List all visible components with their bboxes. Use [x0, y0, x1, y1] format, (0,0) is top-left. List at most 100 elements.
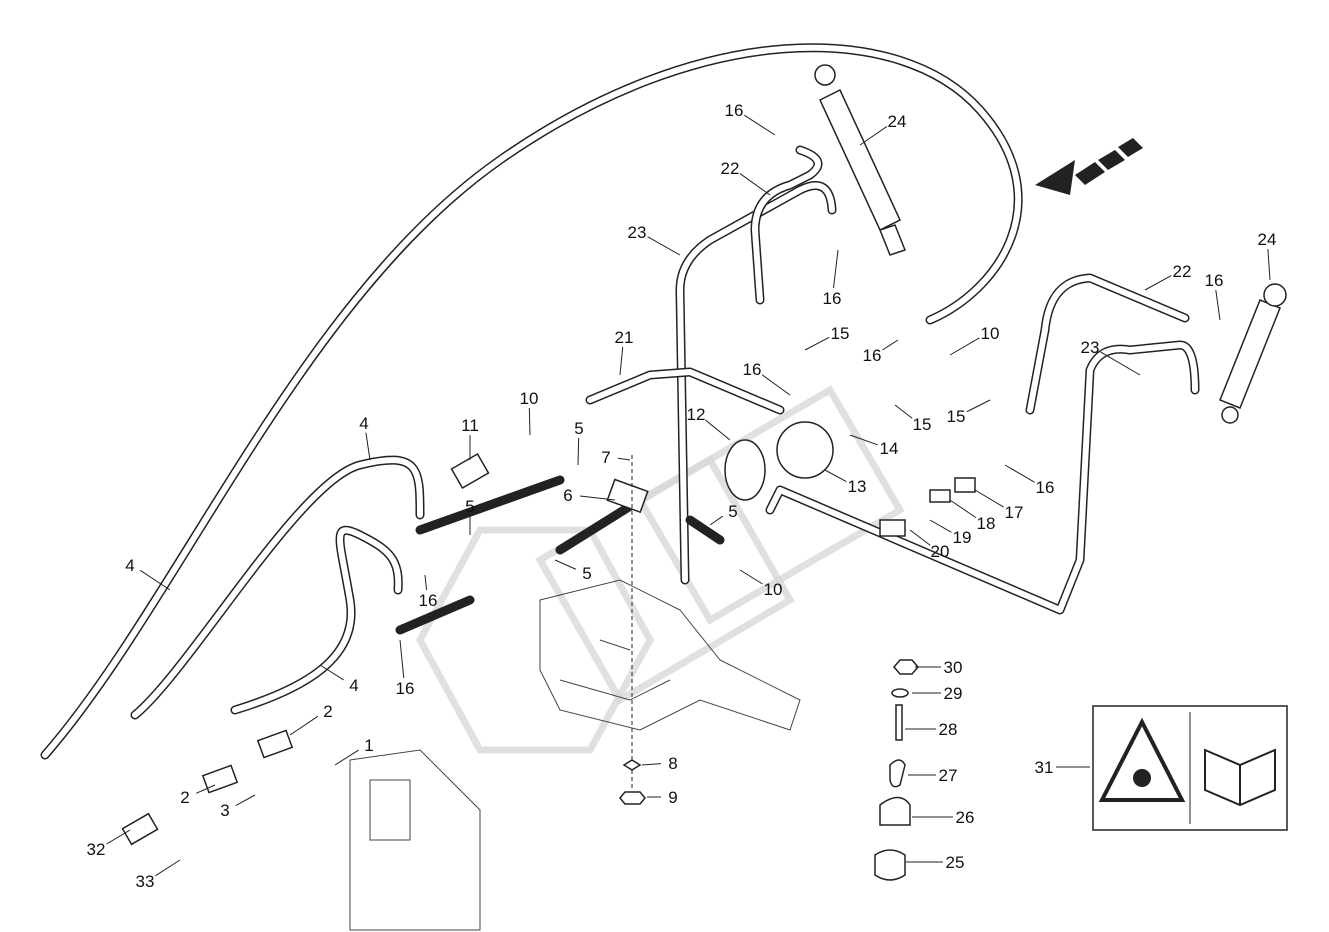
callout-19: 19 — [953, 528, 972, 547]
leader-line — [289, 715, 319, 736]
callout-9: 9 — [668, 788, 677, 807]
callout-10: 10 — [981, 324, 1000, 343]
callout-23: 23 — [1081, 338, 1100, 357]
leader-line — [739, 173, 771, 196]
callout-15: 15 — [913, 415, 932, 434]
leader-line — [859, 126, 888, 146]
leader-line — [139, 569, 171, 591]
callout-32: 32 — [87, 840, 106, 859]
leader-line — [1144, 275, 1172, 291]
callout-5: 5 — [728, 502, 737, 521]
leader-line — [647, 236, 681, 256]
callout-16: 16 — [419, 591, 438, 610]
callout-16: 16 — [863, 346, 882, 365]
callout-10: 10 — [520, 389, 539, 408]
callout-16: 16 — [823, 289, 842, 308]
callout-14: 14 — [880, 439, 899, 458]
leader-line — [424, 574, 428, 591]
leader-line — [949, 337, 980, 356]
leader-line — [579, 495, 616, 501]
leader-line — [705, 419, 731, 441]
leader-line — [974, 489, 1004, 508]
callout-16: 16 — [396, 679, 415, 698]
leader-line — [319, 664, 344, 681]
leader-line — [966, 399, 991, 413]
leader-line — [1100, 351, 1141, 376]
direction-arrow-icon — [1035, 138, 1143, 195]
fittings — [121, 421, 976, 881]
callout-5: 5 — [574, 419, 583, 438]
leader-line — [641, 763, 662, 766]
callout-31: 31 — [1035, 758, 1054, 777]
callout-26: 26 — [956, 808, 975, 827]
leader-line — [554, 559, 577, 570]
leader-line — [619, 346, 624, 376]
leader-line — [894, 404, 913, 419]
leader-line — [824, 469, 847, 482]
callout-16: 16 — [1205, 271, 1224, 290]
hydraulic-cylinder-24-right — [1219, 283, 1287, 424]
leader-line — [804, 336, 830, 351]
callout-24: 24 — [888, 112, 907, 131]
leader-line — [235, 794, 256, 806]
callout-7: 7 — [601, 448, 610, 467]
callout-16: 16 — [1036, 478, 1055, 497]
warning-decal-31 — [1092, 705, 1288, 831]
callout-1: 1 — [364, 736, 373, 755]
callout-33: 33 — [136, 872, 155, 891]
leader-line — [334, 749, 359, 766]
callout-6: 6 — [563, 486, 572, 505]
callout-2: 2 — [323, 702, 332, 721]
callout-15: 15 — [947, 407, 966, 426]
callout-15: 15 — [831, 324, 850, 343]
callout-20: 20 — [931, 542, 950, 561]
callout-4: 4 — [359, 414, 368, 433]
leader-line — [882, 339, 899, 351]
callout-27: 27 — [939, 766, 958, 785]
leader-line — [761, 374, 791, 396]
leader-line — [849, 434, 878, 446]
read-manual-icon — [1204, 748, 1276, 807]
leader-line — [528, 407, 531, 436]
leader-line — [1004, 464, 1035, 483]
leader-line — [195, 784, 216, 794]
leader-line — [949, 499, 977, 519]
callout-22: 22 — [1173, 262, 1192, 281]
callout-21: 21 — [615, 328, 634, 347]
leader-line — [1267, 248, 1271, 281]
callout-18: 18 — [977, 514, 996, 533]
callout-4: 4 — [125, 556, 134, 575]
leader-line — [399, 639, 405, 679]
leader-line — [617, 457, 631, 461]
leader-line — [909, 529, 931, 546]
callout-2: 2 — [180, 788, 189, 807]
callout-4: 4 — [349, 676, 358, 695]
leader-line — [832, 249, 839, 289]
callout-24: 24 — [1258, 230, 1277, 249]
hydraulic-cylinder-24-left — [814, 64, 906, 256]
leader-line — [106, 829, 131, 845]
callout-5: 5 — [465, 497, 474, 516]
callout-30: 30 — [944, 658, 963, 677]
callout-23: 23 — [628, 223, 647, 242]
leader-line — [743, 114, 776, 136]
leader-line — [365, 432, 371, 461]
callout-12: 12 — [687, 405, 706, 424]
leader-line — [709, 515, 724, 526]
callout-10: 10 — [764, 580, 783, 599]
callout-13: 13 — [848, 477, 867, 496]
callout-17: 17 — [1005, 503, 1024, 522]
callout-16: 16 — [743, 360, 762, 379]
callout-5: 5 — [582, 564, 591, 583]
callout-11: 11 — [461, 416, 479, 435]
leader-line — [739, 569, 763, 585]
callout-16: 16 — [725, 101, 744, 120]
callout-29: 29 — [944, 684, 963, 703]
axle-ghost — [349, 579, 801, 931]
explosion-warning-icon — [1098, 717, 1186, 802]
callout-3: 3 — [220, 801, 229, 820]
callout-25: 25 — [946, 853, 965, 872]
callout-28: 28 — [939, 720, 958, 739]
